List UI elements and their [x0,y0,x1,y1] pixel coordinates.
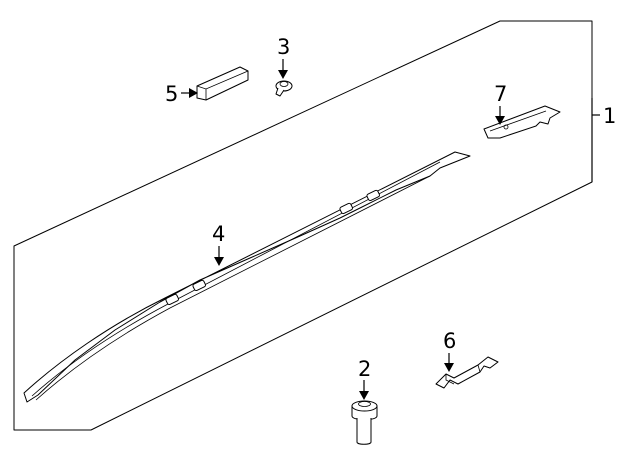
callout-5-arrowhead [189,88,198,98]
callout-2-arrowhead [359,391,369,400]
callout-4-arrowhead [214,257,224,266]
end-cap-part-5 [196,66,249,101]
callout-6-arrowhead [444,363,454,372]
screw-part-3 [275,80,293,97]
callout-1-label: 1 [603,104,616,128]
callout-2-label: 2 [358,357,371,381]
callout-5-label: 5 [165,82,178,106]
bolt-part-2 [351,400,378,445]
callout-4-label: 4 [212,222,225,246]
callout-3-label: 3 [277,35,290,59]
roof-rail-part-4 [23,151,471,403]
callout-7-label: 7 [494,82,507,106]
callout-6-label: 6 [443,329,456,353]
clip-part-7 [483,105,561,139]
bracket-part-6 [435,356,499,389]
callout-7-arrowhead [495,116,505,125]
callout-3-arrowhead [278,70,288,79]
